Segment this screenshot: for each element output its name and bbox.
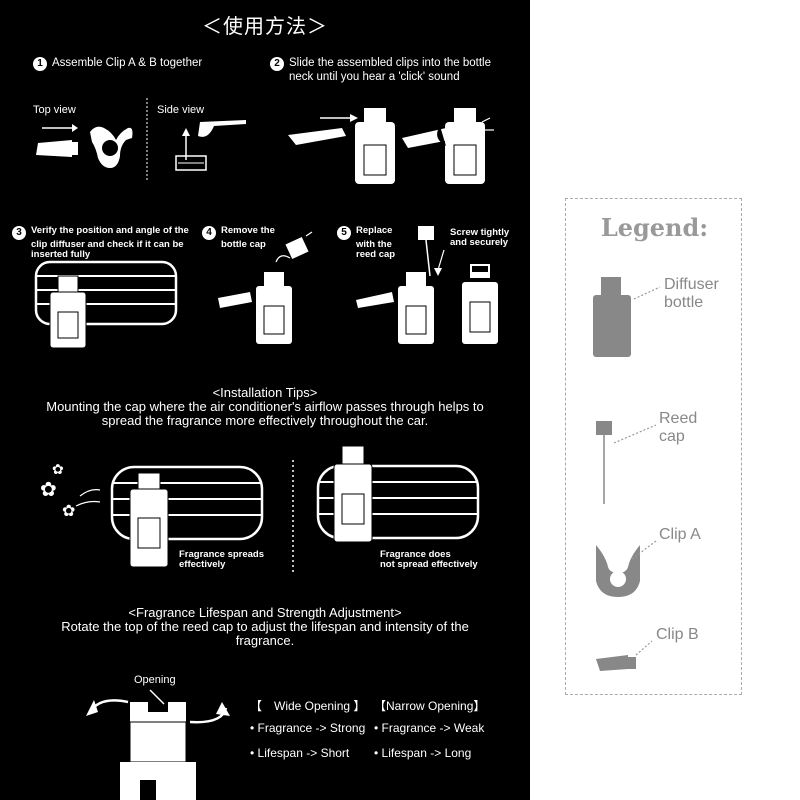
svg-text:✿: ✿: [40, 479, 57, 501]
step-5-note: Screw tightly and securely: [450, 228, 509, 248]
step-4: 4 Remove the bottle cap: [202, 226, 275, 250]
legend-box: Legend: Diffuser bottle Reed cap Clip A: [565, 198, 742, 695]
lifespan-heading: <Fragrance Lifespan and Strength Adjustm…: [128, 605, 402, 620]
step-4-number: 4: [202, 226, 216, 240]
opening-label: Opening: [134, 674, 176, 686]
step-3: 3 Verify the position and angle of the cl…: [12, 226, 189, 260]
step-2-number: 2: [270, 57, 284, 71]
step-5-line1: Replace: [356, 225, 393, 236]
legend-illustrations: [593, 277, 661, 671]
tip-good-line1: Fragrance spreads: [179, 549, 265, 560]
step-3-line3: inserted fully: [31, 249, 91, 260]
lifespan-line2: fragrance.: [235, 633, 295, 648]
legend-clip-a-icon: [596, 540, 657, 597]
svg-text:✿: ✿: [52, 461, 64, 477]
step-2-line2: neck until you hear a 'click' sound: [289, 71, 460, 83]
legend-bottle-icon: [593, 277, 661, 357]
step-2-bottle-left-illustration: [288, 108, 395, 184]
step-3-line1: Verify the position and angle of the: [31, 225, 189, 236]
step-5-note-line1: Screw tightly: [450, 227, 510, 238]
wide-fragrance: • Fragrance -> Strong: [250, 721, 366, 735]
step-3-line2: clip diffuser and check if it can be: [31, 239, 184, 250]
side-view-label: Side view: [157, 104, 205, 116]
step-5-number: 5: [337, 226, 351, 240]
tips-bad-illustration: [316, 445, 480, 543]
top-view-clip-b-illustration: [36, 124, 78, 157]
legend-clip-b-icon: [596, 640, 653, 671]
top-view-clip-a-illustration: [90, 126, 133, 168]
instructions-panel: ＜使用方法＞ 1 Assemble Clip A & B together Top…: [0, 0, 530, 800]
narrow-opening-heading: 【Narrow Opening】: [374, 699, 486, 713]
legend-bottle-line2: bottle: [664, 294, 704, 311]
legend-reed-line2: cap: [659, 428, 685, 445]
tip-good-caption: Fragrance spreads effectively: [179, 550, 264, 570]
lifespan-line1: Rotate the top of the reed cap to adjust…: [61, 619, 469, 634]
tip-good-line2: effectively: [179, 559, 226, 570]
wide-lifespan: • Lifespan -> Short: [250, 746, 350, 760]
installation-tips: <Installation Tips> Mounting the cap whe…: [20, 386, 510, 428]
step-5-note-line2: and securely: [450, 237, 509, 248]
step-1: 1 Assemble Clip A & B together: [33, 57, 202, 71]
step-2-bottle-right-illustration: [402, 108, 494, 184]
step-5: 5 Replace with the reed cap: [337, 226, 395, 260]
installation-tips-heading: <Installation Tips>: [212, 385, 318, 400]
step-4-illustration: [218, 231, 313, 344]
lifespan-section: <Fragrance Lifespan and Strength Adjustm…: [20, 606, 510, 648]
step-3-vent-illustration: [34, 260, 178, 349]
step-2: 2 Slide the assembled clips into the bott…: [270, 57, 491, 84]
step-4-line2: bottle cap: [221, 239, 266, 250]
step-5-line2: with the: [356, 239, 392, 250]
legend-reed-cap-icon: [596, 421, 657, 504]
tip-bad-line1: Fragrance does: [380, 549, 451, 560]
step-5-illustration: [356, 226, 498, 344]
legend-title: Legend:: [600, 213, 709, 242]
step-3-number: 3: [12, 226, 26, 240]
installation-tips-line1: Mounting the cap where the air condition…: [46, 399, 484, 414]
installation-tips-line2: spread the fragrance more effectively th…: [101, 413, 429, 428]
narrow-fragrance: • Fragrance -> Weak: [374, 721, 485, 735]
side-view-illustration: [175, 120, 246, 171]
svg-text:✿: ✿: [62, 503, 75, 520]
cap-rotation-illustration: [86, 689, 230, 800]
illustrations: ✿ ✿ ✿: [34, 98, 498, 800]
step-1-text: Assemble Clip A & B together: [52, 57, 203, 69]
legend-reed-label: Reed cap: [659, 410, 697, 446]
legend-clip-a-label: Clip A: [659, 526, 701, 543]
legend-reed-line1: Reed: [659, 410, 698, 427]
tip-bad-caption: Fragrance does not spread effectively: [380, 550, 478, 570]
step-5-line3: reed cap: [356, 249, 396, 260]
step-1-number: 1: [33, 57, 47, 71]
tips-good-illustration: ✿ ✿ ✿: [40, 461, 264, 568]
step-4-line1: Remove the: [221, 225, 275, 236]
top-view-label: Top view: [33, 104, 76, 116]
legend-clip-b-label: Clip B: [656, 626, 699, 643]
legend-bottle-line1: Diffuser: [664, 276, 719, 293]
legend-bottle-label: Diffuser bottle: [664, 276, 719, 312]
page-title: ＜使用方法＞: [202, 16, 328, 38]
tip-bad-line2: not spread effectively: [380, 559, 478, 570]
step-2-line1: Slide the assembled clips into the bottl…: [289, 57, 492, 69]
wide-opening-heading: 【 Wide Opening 】: [250, 699, 366, 713]
narrow-lifespan: • Lifespan -> Long: [374, 746, 472, 760]
